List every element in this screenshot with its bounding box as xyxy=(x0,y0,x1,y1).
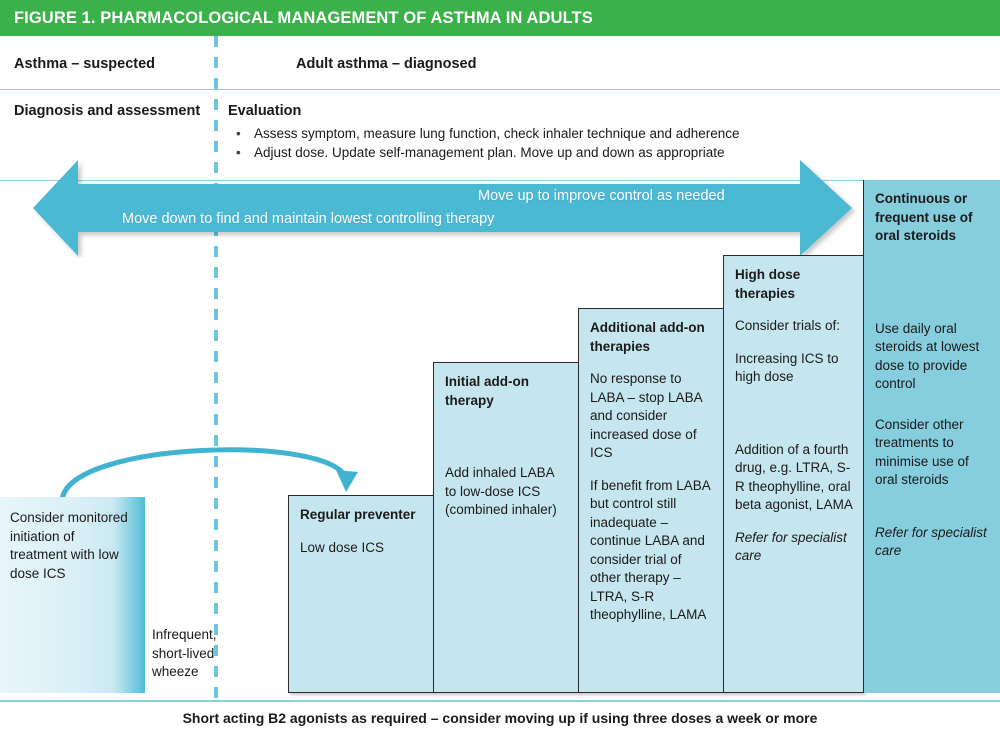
step-paragraph: Consider other treatments to minimise us… xyxy=(875,416,969,488)
suspected-diagnosed-divider xyxy=(214,36,218,700)
step-paragraph: Use daily oral steroids at lowest dose t… xyxy=(875,320,980,392)
step-referral-note: Refer for specialist care xyxy=(735,529,847,564)
box-consider-text: Consider monitored initiation of treatme… xyxy=(10,510,128,581)
step-box-initial-add-on-therapy: Initial add-on therapy Add inhaled LABA … xyxy=(433,362,579,693)
spacer xyxy=(875,300,990,320)
figure-title: FIGURE 1. PHARMACOLOGICAL MANAGEMENT OF … xyxy=(14,8,593,27)
step-paragraph: Consider trials of: xyxy=(735,318,841,333)
evaluation-bullet: Assess symptom, measure lung function, c… xyxy=(228,124,928,143)
evaluation-bullet-list: Assess symptom, measure lung function, c… xyxy=(228,124,928,162)
footer-divider xyxy=(0,700,1000,702)
note-infrequent-wheeze: Infrequent, short-lived wheeze xyxy=(152,627,217,679)
spacer xyxy=(445,424,568,464)
step-title: Additional add-on therapies xyxy=(590,320,705,354)
move-up-down-arrow xyxy=(20,158,865,258)
step-title: Continuous or frequent use of oral stero… xyxy=(875,191,973,243)
step-title: Regular preventer xyxy=(300,507,416,522)
step-box-regular-preventer: Regular preventer Low dose ICS xyxy=(288,495,434,693)
spacer xyxy=(735,401,853,441)
arrow-label-move-up: Move up to improve control as needed xyxy=(478,188,725,204)
subheader-diagnosis-assessment: Diagnosis and assessment xyxy=(14,103,201,119)
column-header-adult-diagnosed: Adult asthma – diagnosed xyxy=(296,56,477,72)
double-headed-arrow-icon xyxy=(33,160,852,256)
arrow-label-move-down: Move down to find and maintain lowest co… xyxy=(122,211,495,227)
subheader-evaluation: Evaluation xyxy=(228,103,302,119)
footer-bar: Short acting B2 agonists as required – c… xyxy=(0,702,1000,734)
column-header-asthma-suspected: Asthma – suspected xyxy=(14,56,156,72)
evaluation-bullet: Adjust dose. Update self-management plan… xyxy=(228,143,928,162)
figure-title-bar: FIGURE 1. PHARMACOLOGICAL MANAGEMENT OF … xyxy=(0,0,1000,36)
spacer xyxy=(875,260,990,300)
step-paragraph: If benefit from LABA but control still i… xyxy=(590,477,711,623)
step-paragraph: Low dose ICS xyxy=(300,539,385,555)
step-title: Initial add-on therapy xyxy=(445,374,529,408)
step-referral-note: Refer for specialist care xyxy=(875,524,987,559)
spacer xyxy=(875,504,990,524)
step-paragraph: No response to LABA – stop LABA and cons… xyxy=(590,371,702,460)
step-paragraph: Addition of a fourth drug, e.g. LTRA, S-… xyxy=(735,441,853,513)
box-consider-monitored-initiation: Consider monitored initiation of treatme… xyxy=(0,497,145,693)
step-box-high-dose-therapies: High dose therapies Consider trials of: … xyxy=(723,255,864,693)
header-divider-lower xyxy=(0,180,1000,181)
header-divider-upper xyxy=(0,89,1000,90)
spacer xyxy=(875,408,990,416)
step-box-continuous-oral-steroids: Continuous or frequent use of oral stero… xyxy=(863,180,1000,693)
step-paragraph: Increasing ICS to high dose xyxy=(735,350,839,385)
step-paragraph: Add inhaled LABA to low-dose ICS (combin… xyxy=(445,465,557,517)
footer-text: Short acting B2 agonists as required – c… xyxy=(182,710,818,726)
step-title: High dose therapies xyxy=(735,267,801,301)
step-box-additional-add-on-therapies: Additional add-on therapies No response … xyxy=(578,308,724,693)
